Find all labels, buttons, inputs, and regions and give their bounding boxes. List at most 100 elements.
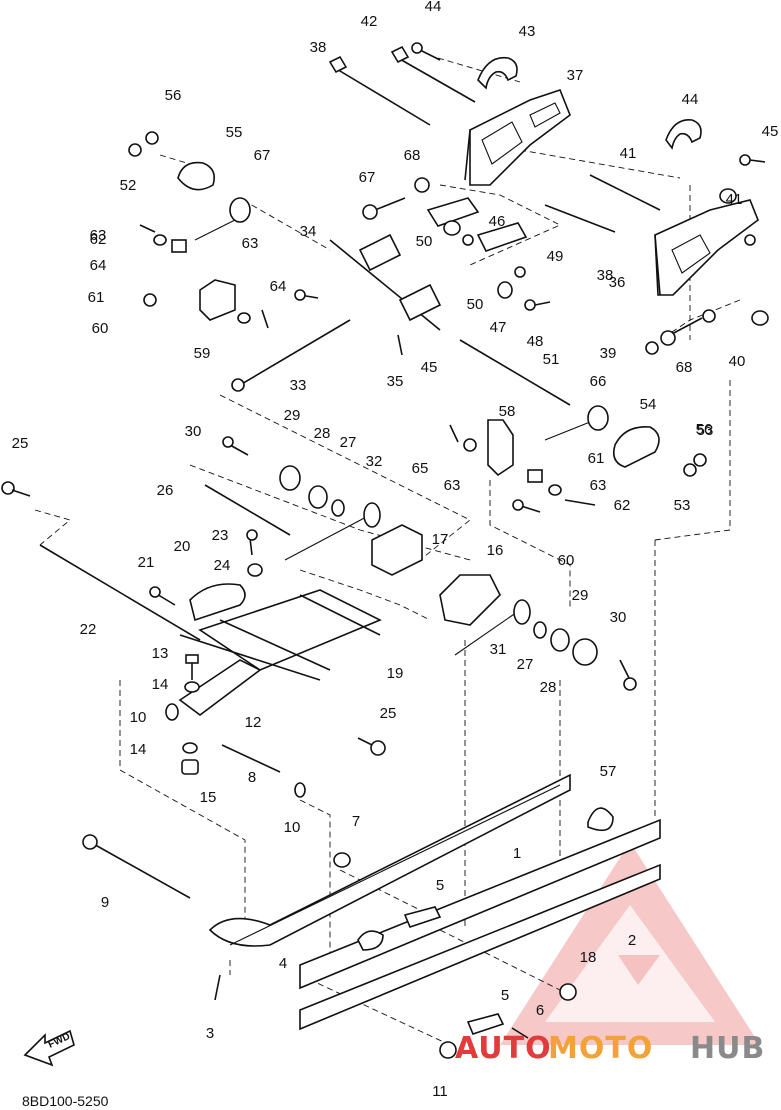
callout-25: 25 [12,435,29,452]
slide-rail-left [208,773,571,947]
washer-68-left [414,177,430,193]
shaft-42 [589,174,661,211]
spring-31 [454,599,531,656]
bolt-38-right [744,234,756,246]
diagram-code: 8BD100-5250 [22,1093,109,1109]
bolt-45-top [411,42,441,61]
callout-59: 59 [194,345,211,362]
callout-1: 1 [513,845,521,862]
bolt-67-left [362,197,406,220]
callout-41: 41 [620,145,637,162]
callout-2: 2 [628,932,636,949]
bolt-56-left [145,131,159,145]
bolt-62-left [139,224,156,233]
callout-62: 62 [90,231,107,248]
callout-50: 50 [416,233,433,250]
callout-34: 34 [300,223,317,240]
callout-51: 51 [543,351,560,368]
callout-42: 42 [361,13,378,30]
washer-50b [514,266,526,278]
callout-61: 61 [588,450,605,467]
shock-33 [231,319,351,392]
callout-60: 60 [558,552,575,569]
bolt-21 [149,586,176,606]
callout-38: 38 [310,39,327,56]
callout-30: 30 [185,423,202,440]
callout-19: 19 [387,665,404,682]
watermark-part2: MOTO [548,1031,653,1066]
bolt-9 [82,834,191,899]
bolt-38-left [645,341,659,355]
bracket-17 [371,524,423,576]
callout-43: 43 [519,23,536,40]
collar-28-top [308,485,328,509]
callout-27: 27 [517,656,534,673]
callout-11: 11 [432,1083,448,1100]
callout-4: 4 [279,955,287,972]
screw-3 [214,974,221,1001]
bolt-60-right [512,499,541,513]
callout-52: 52 [120,177,137,194]
callout-30: 30 [610,609,627,626]
callout-35: 35 [387,373,404,390]
callout-39: 39 [600,345,617,362]
callout-22: 22 [80,621,97,638]
arm-12 [178,634,321,716]
callout-47: 47 [490,319,507,336]
collar-28-right [550,628,570,652]
stopper-55 [177,161,216,191]
callout-57: 57 [600,763,617,780]
bolt-30-right [619,659,637,691]
callout-28: 28 [540,679,557,696]
callout-6: 6 [536,1002,544,1019]
watermark-part3: HUB [690,1031,765,1066]
callout-61: 61 [88,289,105,306]
washer-27-top [331,499,345,517]
callout-14: 14 [152,676,169,693]
cap-44-left [477,56,518,90]
callout-49: 49 [547,248,564,265]
bolt-49 [524,299,551,311]
cap-18 [559,983,577,1001]
callout-46: 46 [489,213,506,230]
spring-65 [544,405,609,441]
callout-62: 62 [614,497,631,514]
callout-45: 45 [762,123,779,140]
plate-5-top [403,906,442,928]
callout-24: 24 [214,557,231,574]
bolt-62-right [564,499,596,506]
shaft-26 [204,484,291,536]
callout-25: 25 [380,705,397,722]
callout-53: 53 [674,497,691,514]
callout-65: 65 [412,460,429,477]
callout-7: 7 [352,813,360,830]
washer-23 [247,563,263,577]
cap-44-right [665,119,702,150]
callout-68: 68 [404,147,421,164]
callout-3: 3 [206,1025,214,1042]
callout-63: 63 [242,235,259,252]
callout-15: 15 [200,789,217,806]
bolt-60-left [143,293,157,307]
slide-rail-right-2 [299,863,661,1031]
callout-27: 27 [340,434,357,451]
plate-5-bottom [466,1013,505,1035]
nut-41-bottom [751,310,769,326]
callout-67: 67 [254,147,271,164]
callout-8: 8 [248,769,256,786]
callout-31: 31 [490,641,507,658]
nut-11 [439,1041,457,1059]
slide-rail-right-1 [299,818,661,990]
washer-63-center [463,438,477,452]
shaft-8 [221,744,281,773]
cap-57 [587,807,614,832]
callout-48: 48 [527,333,544,350]
link-plates-47 [426,197,528,252]
callout-20: 20 [174,538,191,555]
washer-63-left [153,234,167,246]
callout-38: 38 [597,267,614,284]
callout-16: 16 [487,542,504,559]
washer-27-right [533,621,547,639]
callout-9: 9 [101,894,109,911]
bolt-53-right [683,463,697,477]
